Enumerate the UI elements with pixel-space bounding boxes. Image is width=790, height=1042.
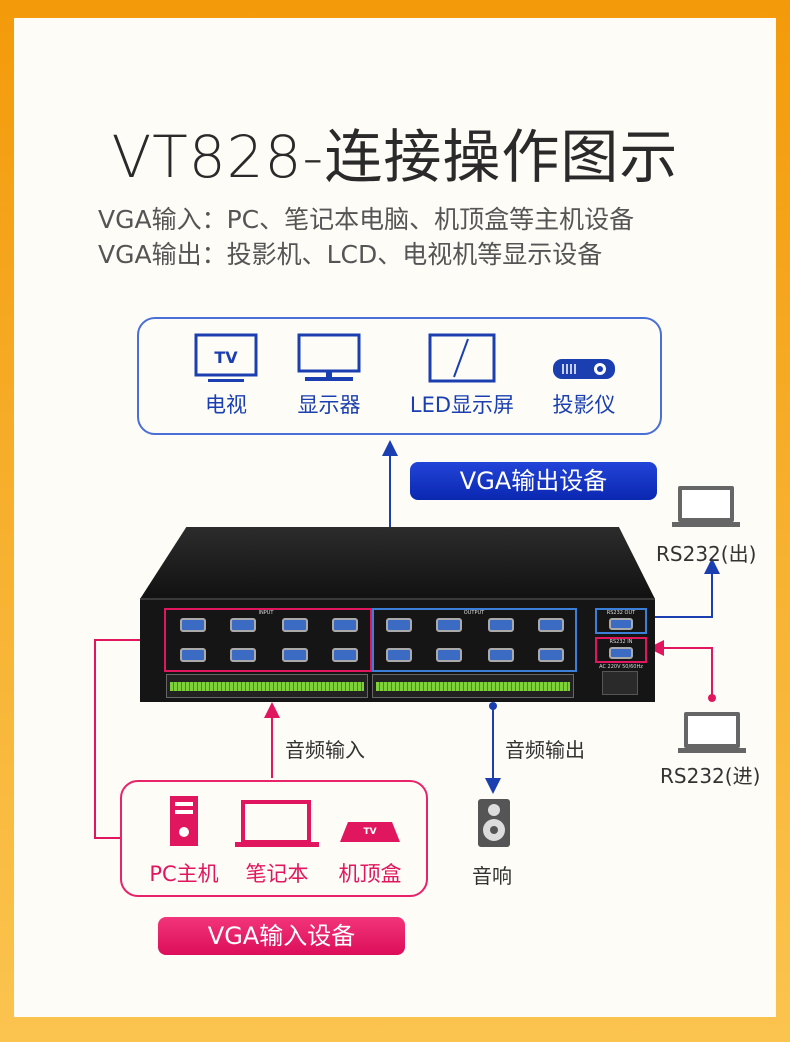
vga-input-line (94, 632, 166, 839)
vga-port (332, 648, 358, 662)
device-projector: 投影仪 (544, 333, 624, 419)
device-pc: PC主机 (144, 794, 224, 888)
device-label: 显示器 (297, 393, 361, 417)
rs232-out-line (650, 558, 720, 618)
serial-port (609, 647, 633, 659)
projector-icon (553, 359, 615, 379)
monitor-icon (297, 333, 361, 381)
page-title: VT828-连接操作图示 (111, 123, 679, 191)
vga-port (282, 648, 308, 662)
vga-port (436, 618, 462, 632)
laptop-icon (678, 712, 746, 753)
vga-port (332, 618, 358, 632)
vga-port (538, 648, 564, 662)
rs232-in-line (648, 640, 713, 698)
rs232-out-label: RS232(出) (656, 542, 757, 566)
svg-text:TV: TV (214, 348, 238, 367)
pc-tower-icon (170, 796, 198, 846)
device-label: 投影仪 (552, 393, 616, 417)
vga-port (282, 618, 308, 632)
serial-port (609, 618, 633, 630)
rs232-in-port: RS232 IN (595, 637, 647, 663)
audio-out-label: 音频输出 (505, 738, 585, 762)
vga-port (386, 618, 412, 632)
device-label: LED显示屏 (409, 393, 515, 417)
vga-port (180, 618, 206, 632)
matrix-device-top (140, 527, 655, 599)
tv-icon: TV (194, 333, 258, 382)
output-devices-box: TV 电视 显示器 LED显示屏 投影仪 (137, 317, 662, 435)
device-tv: TV 电视 (191, 333, 261, 419)
rs232-out-port: RS232 OUT (595, 608, 647, 634)
audio-input-terminals (166, 674, 368, 698)
input-devices-box: PC主机 笔记本 TV 机顶盒 (120, 780, 428, 897)
input-badge: VGA输入设备 (158, 917, 405, 955)
device-monitor: 显示器 (289, 333, 369, 419)
device-set-top-box: TV 机顶盒 (330, 794, 410, 888)
device-label: 机顶盒 (338, 862, 402, 886)
svg-text:TV: TV (363, 827, 376, 837)
audio-output-terminals (372, 674, 574, 698)
subtitle-input: VGA输入：PC、笔记本电脑、机顶盒等主机设备 (98, 205, 635, 234)
vga-port (230, 618, 256, 632)
vga-port (180, 648, 206, 662)
rs232-in-label: RS232(进) (660, 764, 761, 788)
device-led-screen: LED显示屏 (397, 333, 527, 419)
device-label: PC主机 (149, 862, 219, 886)
vga-port (436, 648, 462, 662)
output-ports-group: OUTPUT (372, 608, 577, 672)
vga-port (386, 648, 412, 662)
speaker-label: 音响 (472, 864, 512, 888)
device-laptop: 笔记本 (235, 794, 319, 888)
vga-port (488, 618, 514, 632)
background-panel (14, 18, 776, 1017)
vga-port (488, 648, 514, 662)
output-badge: VGA输出设备 (410, 462, 657, 500)
led-screen-icon (428, 333, 496, 383)
laptop-icon (672, 486, 740, 527)
subtitle-output: VGA输出：投影机、LCD、电视机等显示设备 (98, 240, 603, 269)
device-label: 电视 (205, 393, 247, 417)
speaker-icon (478, 799, 510, 847)
matrix-device-rear-panel: INPUT OUTPUT RS232 OUT RS232 IN AC 220V … (140, 598, 655, 702)
vga-port (230, 648, 256, 662)
device-label: 笔记本 (245, 862, 309, 886)
input-ports-group: INPUT (164, 608, 372, 672)
audio-in-label: 音频输入 (285, 738, 365, 762)
vga-port (538, 618, 564, 632)
set-top-box-icon: TV (340, 822, 400, 842)
power-socket (602, 671, 638, 695)
laptop-icon (235, 800, 319, 847)
power-label: AC 220V 50/60Hz (599, 664, 643, 670)
